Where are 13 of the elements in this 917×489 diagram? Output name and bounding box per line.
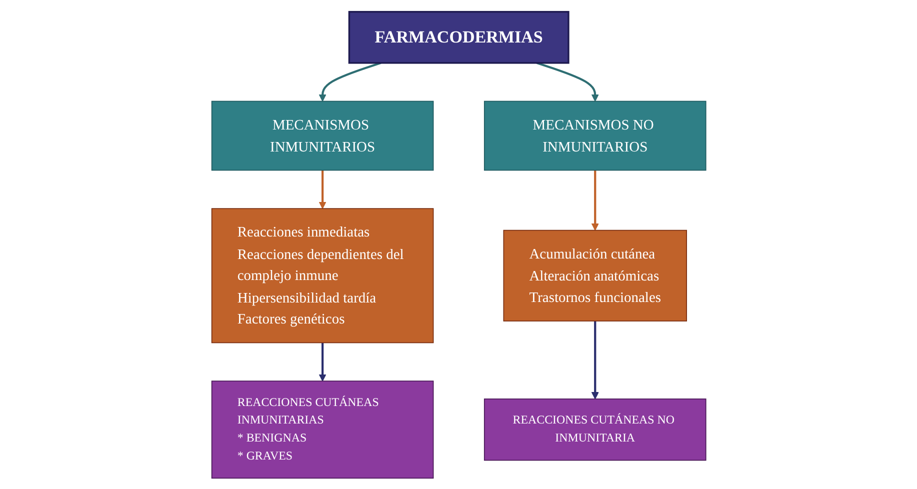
node-box: Reacciones inmediatas Reacciones dependientes del complejo inmune Hipersensibilidad tardía Factores genéticos <box>211 208 434 343</box>
arrow <box>318 342 326 381</box>
arrow <box>318 61 381 102</box>
node-box: Acumulación cutánea Alteración anatómicas Trastornos funcionales <box>502 229 687 321</box>
node-box: MECANISMOS INMUNITARIOS <box>211 100 434 170</box>
arrow <box>591 170 599 230</box>
arrow <box>318 170 326 208</box>
arrow <box>536 61 599 102</box>
arrow <box>591 320 599 399</box>
node-box: REACCIONES CUTÁNEAS NO INMUNITARIA <box>484 398 706 460</box>
node-box: FARMACODERMIAS <box>348 10 569 64</box>
node-box: REACCIONES CUTÁNEAS INMUNITARIAS * BENIGNAS * GRAVES <box>211 380 434 478</box>
node-box: MECANISMOS NO INMUNITARIOS <box>484 100 706 170</box>
